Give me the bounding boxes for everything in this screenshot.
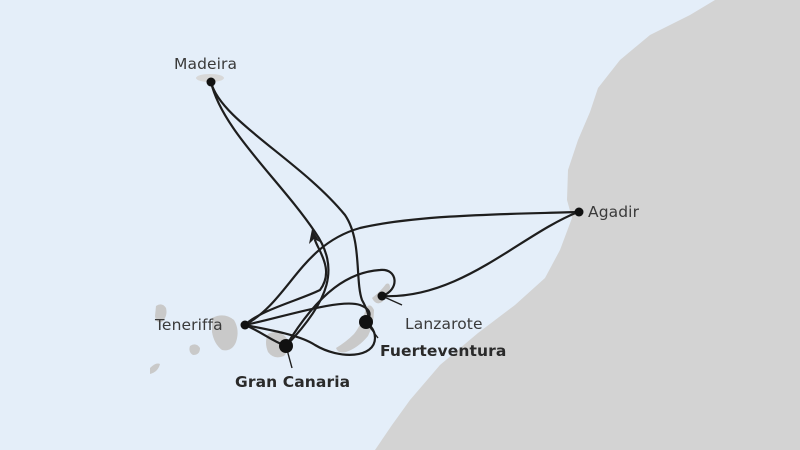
island-el-hierro xyxy=(150,363,160,374)
port-dot-gran-canaria[interactable] xyxy=(279,339,293,353)
island-tenerife xyxy=(212,315,238,351)
mainland-africa xyxy=(375,0,800,450)
port-label-madeira: Madeira xyxy=(174,55,238,73)
port-label-gran-canaria: Gran Canaria xyxy=(235,373,351,391)
port-dot-agadir[interactable] xyxy=(574,207,584,217)
port-label-lanzarote: Lanzarote xyxy=(405,315,483,333)
island-la-palma xyxy=(155,304,167,323)
port-label-agadir: Agadir xyxy=(588,203,640,221)
route-tf-agadir xyxy=(243,210,580,327)
port-label-fuerteventura: Fuerteventura xyxy=(380,342,507,360)
route-madeira-fv xyxy=(209,80,370,324)
port-dot-lanzarote[interactable] xyxy=(377,291,387,301)
route-tf-madeira xyxy=(243,238,328,327)
route-madeira-gc xyxy=(209,80,330,348)
port-dot-madeira[interactable] xyxy=(206,77,216,87)
port-dot-teneriffa[interactable] xyxy=(240,320,250,330)
direction-arrow-icon xyxy=(309,229,320,244)
port-dot-fuerteventura[interactable] xyxy=(359,315,373,329)
island-la-gomera xyxy=(189,344,200,355)
route-lz-loop xyxy=(284,268,396,348)
port-label-teneriffa: Teneriffa xyxy=(155,316,223,334)
route-agadir-lz xyxy=(380,210,580,298)
route-tf-fv-south xyxy=(243,320,377,356)
